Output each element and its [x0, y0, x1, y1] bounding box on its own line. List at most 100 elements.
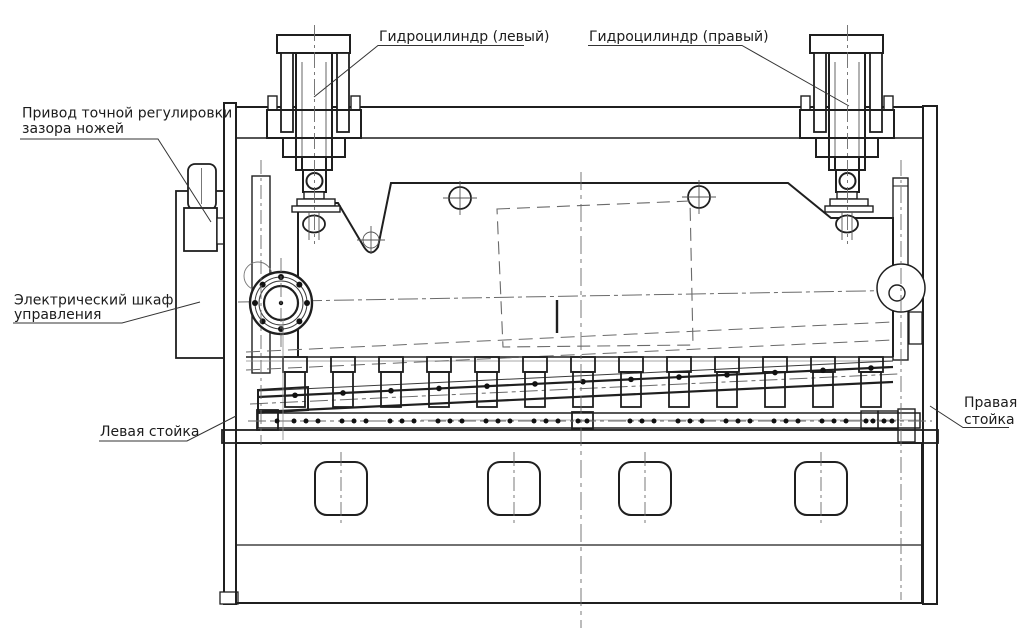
table-bolt	[555, 418, 561, 424]
right-flange-bearing	[876, 160, 926, 600]
callout-labels	[13, 45, 1009, 442]
knife-diagonals	[245, 321, 920, 421]
table-bolt	[387, 418, 393, 424]
clamp-body	[620, 371, 642, 408]
blade-bolt	[676, 374, 682, 380]
table-bolt	[699, 418, 705, 424]
clamp-body	[668, 371, 690, 408]
blade-bolt	[292, 392, 298, 399]
clamp-cap	[762, 356, 788, 373]
table-bolt	[543, 418, 549, 424]
table-bolt	[483, 418, 489, 424]
center-lines	[260, 160, 582, 628]
label-electrical-cabinet-line2: управления	[14, 307, 101, 323]
callout-texts: Гидроцилиндр (левый) Гидроцилиндр (правы…	[14, 29, 1017, 440]
label-right-column-line2: стойка	[964, 412, 1015, 428]
table-bolt	[363, 418, 369, 424]
label-left-column: Левая стойка	[100, 424, 199, 440]
table-bolt	[870, 418, 876, 424]
leader-cylinder-right	[588, 45, 850, 107]
clamp-cap	[666, 356, 692, 373]
table-bolt	[399, 418, 405, 424]
flange-bolt	[296, 281, 303, 288]
table-bolt	[507, 418, 513, 424]
table-bolt	[863, 418, 869, 424]
label-adjustment-drive-line2: зазора ножей	[22, 121, 124, 137]
table-bolt	[531, 418, 537, 424]
table-bolt	[274, 418, 280, 424]
blade-left-end-block	[257, 385, 309, 415]
blade-bolt	[868, 365, 874, 371]
table-bolt	[411, 418, 417, 424]
leader-adjustment-drive	[20, 138, 212, 223]
clamp-body	[284, 371, 306, 408]
table-bolt	[795, 418, 801, 424]
clamp-cap	[378, 356, 404, 373]
adjustment-drive-motor	[183, 163, 227, 252]
clamp-cap	[570, 356, 596, 373]
blade-beam-body	[297, 180, 894, 357]
table-bolt-strip	[248, 408, 932, 443]
label-electrical-cabinet-line1: Электрический шкаф	[14, 293, 173, 309]
table-bolt	[735, 418, 741, 424]
machine-base	[235, 442, 923, 604]
label-adjustment-drive-line1: Привод точной регулировки	[22, 106, 232, 122]
table-bolt	[771, 418, 777, 424]
leader-electrical-cabinet	[13, 301, 201, 324]
table-bolt	[435, 418, 441, 424]
label-cylinder-right: Гидроцилиндр (правый)	[589, 29, 769, 45]
clamp-body	[764, 371, 786, 408]
table-bolt	[723, 418, 729, 424]
blade-bolt	[724, 372, 730, 378]
blade-bolt	[340, 390, 346, 396]
table-bolt	[675, 418, 681, 424]
clamp-body	[572, 371, 594, 408]
table-bolt	[843, 418, 849, 424]
table-bolt	[291, 418, 297, 424]
phantom-beam-outline	[496, 200, 694, 348]
left-column	[219, 102, 239, 605]
table-bolt	[627, 418, 633, 424]
leader-left-column	[99, 415, 237, 442]
left-hydraulic-cylinder	[266, 25, 362, 244]
flange-bolt	[304, 300, 310, 306]
table-bolt	[584, 418, 590, 424]
clamp-body	[476, 371, 498, 408]
blade-bolt	[772, 369, 778, 376]
base-hole-centerlines	[340, 452, 822, 527]
blade-bolt	[388, 387, 394, 394]
table-bolt	[575, 418, 581, 424]
clamp-body	[428, 371, 450, 408]
clamp-body	[716, 371, 738, 408]
clamp-cap	[426, 356, 452, 373]
table-bolt	[819, 418, 825, 424]
label-right-column-line1: Правая	[964, 395, 1017, 411]
blade-bolt	[820, 367, 826, 374]
clamp-body	[524, 371, 546, 408]
flange-bolt	[252, 300, 258, 306]
table-bolt	[783, 418, 789, 424]
table-bolt	[889, 418, 895, 424]
body-hole-left	[443, 181, 477, 215]
flange-bolt	[296, 318, 303, 325]
blade-bolt	[436, 385, 442, 392]
flange-bolt	[259, 281, 266, 288]
label-cylinder-left: Гидроцилиндр (левый)	[379, 29, 550, 45]
table-shelf	[221, 429, 939, 444]
clamp-body	[380, 371, 402, 408]
leader-right-column	[929, 405, 1009, 428]
notch-center-mark	[357, 226, 385, 254]
clamp-cap	[282, 356, 308, 373]
blade-bolt	[532, 381, 538, 387]
blade-bolt	[628, 376, 634, 383]
table-bolt	[303, 418, 309, 424]
blade-bolt	[580, 378, 586, 385]
table-bolt	[495, 418, 501, 424]
blade-bolt	[484, 383, 490, 389]
table-bolt	[447, 418, 453, 424]
right-hydraulic-cylinder	[799, 24, 895, 245]
clamp-body	[860, 371, 882, 408]
clamp-cap	[522, 356, 548, 373]
